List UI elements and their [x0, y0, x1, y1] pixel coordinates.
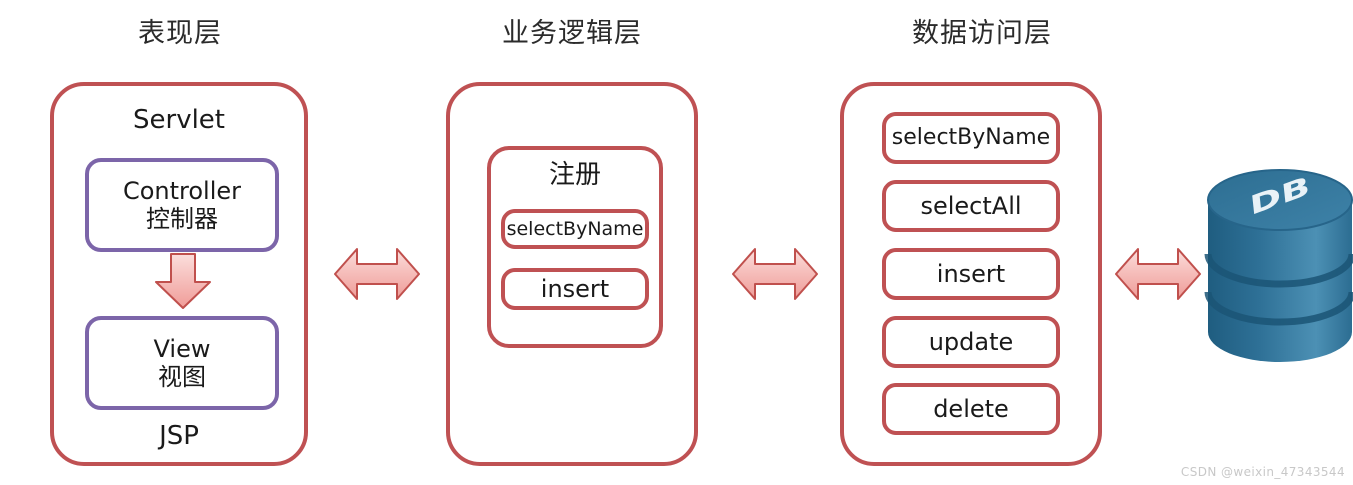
- data-method-insert[interactable]: insert: [882, 248, 1060, 300]
- data-method-label: selectAll: [920, 192, 1022, 220]
- connector-business-to-data-icon: [730, 246, 820, 302]
- presentation-layer-title: 表现层: [138, 18, 222, 49]
- view-label-en: View: [153, 335, 211, 363]
- data-method-update[interactable]: update: [882, 316, 1060, 368]
- controller-box[interactable]: Controller 控制器: [85, 158, 279, 252]
- data-method-label: insert: [936, 260, 1006, 288]
- data-method-label: selectByName: [891, 125, 1051, 150]
- business-method-insert[interactable]: insert: [501, 268, 649, 310]
- data-method-selectall[interactable]: selectAll: [882, 180, 1060, 232]
- controller-label-zh: 控制器: [146, 205, 218, 233]
- business-method-label: insert: [540, 275, 610, 303]
- data-method-delete[interactable]: delete: [882, 383, 1060, 435]
- down-arrow-icon: [152, 252, 214, 310]
- controller-label-en: Controller: [122, 177, 242, 205]
- database-icon[interactable]: DB: [1202, 168, 1353, 364]
- jsp-label: JSP: [159, 421, 199, 451]
- servlet-label: Servlet: [133, 105, 225, 135]
- connector-data-to-database-icon: [1113, 246, 1203, 302]
- business-method-selectbyname[interactable]: selectByName: [501, 209, 649, 249]
- data-layer-title: 数据访问层: [912, 18, 1052, 49]
- register-group-label: 注册: [548, 160, 601, 190]
- view-label-zh: 视图: [158, 363, 206, 391]
- business-layer-title: 业务逻辑层: [502, 18, 642, 49]
- view-box[interactable]: View 视图: [85, 316, 279, 410]
- connector-presentation-to-business-icon: [332, 246, 422, 302]
- data-method-label: update: [928, 328, 1014, 356]
- watermark-text: CSDN @weixin_47343544: [1180, 465, 1345, 479]
- data-method-label: delete: [933, 395, 1009, 423]
- business-method-label: selectByName: [506, 217, 644, 240]
- data-method-selectbyname[interactable]: selectByName: [882, 112, 1060, 164]
